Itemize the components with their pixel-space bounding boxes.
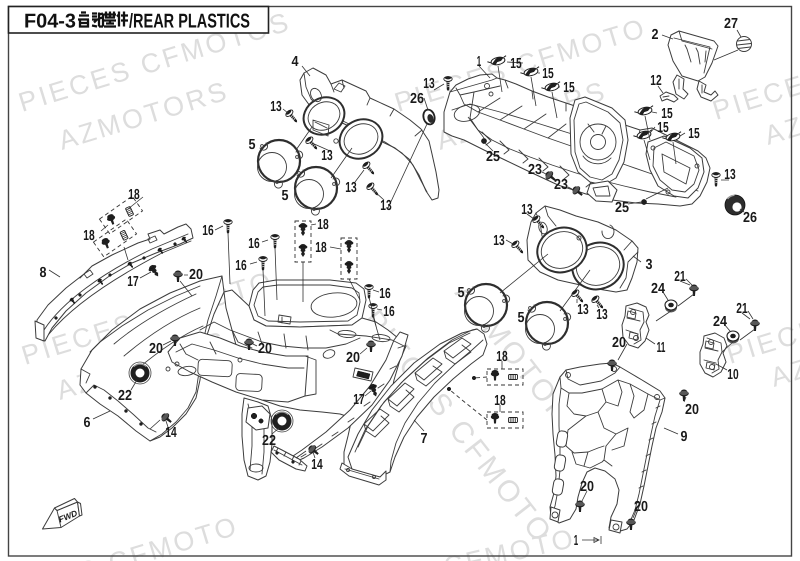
svg-text:26: 26: [743, 210, 757, 226]
svg-text:18: 18: [494, 393, 505, 409]
svg-text:18: 18: [315, 240, 326, 256]
svg-text:18: 18: [317, 217, 328, 233]
svg-text:16: 16: [383, 304, 394, 320]
svg-text:12: 12: [650, 73, 661, 89]
svg-text:24: 24: [713, 314, 727, 330]
svg-text:15: 15: [661, 106, 672, 122]
svg-text:13: 13: [596, 307, 607, 323]
svg-text:16: 16: [379, 286, 390, 302]
svg-text:16: 16: [235, 258, 246, 274]
svg-text:5: 5: [249, 137, 256, 153]
svg-text:18: 18: [83, 228, 94, 244]
svg-text:1: 1: [574, 533, 578, 549]
svg-text:13: 13: [321, 148, 332, 164]
svg-text:13: 13: [493, 233, 504, 249]
svg-text:15: 15: [542, 66, 553, 82]
svg-text:6: 6: [84, 415, 91, 431]
svg-text:F04-3: F04-3: [24, 11, 76, 33]
svg-text:20: 20: [685, 402, 699, 418]
svg-text:13: 13: [521, 202, 532, 218]
svg-text:20: 20: [346, 350, 360, 366]
svg-text:20: 20: [258, 341, 272, 357]
svg-text:21: 21: [736, 301, 747, 317]
svg-text:13: 13: [724, 167, 735, 183]
svg-text:16: 16: [248, 236, 259, 252]
svg-text:15: 15: [563, 80, 574, 96]
svg-text:22: 22: [118, 388, 132, 404]
svg-text:3: 3: [646, 257, 653, 273]
svg-text:2: 2: [652, 27, 659, 43]
svg-text:23: 23: [554, 177, 568, 193]
svg-text:20: 20: [149, 341, 163, 357]
svg-text:5: 5: [458, 285, 465, 301]
svg-text:25: 25: [615, 200, 629, 216]
svg-text:17: 17: [127, 274, 138, 290]
svg-text:20: 20: [634, 499, 648, 515]
svg-text:16: 16: [202, 223, 213, 239]
svg-text:21: 21: [674, 269, 685, 285]
svg-text:7: 7: [421, 431, 428, 447]
svg-text:27: 27: [724, 16, 738, 32]
svg-text:5: 5: [518, 310, 525, 326]
svg-text:17: 17: [353, 392, 364, 408]
svg-text:10: 10: [727, 367, 738, 383]
svg-text:13: 13: [577, 302, 588, 318]
svg-text:1: 1: [477, 54, 481, 70]
svg-text:13: 13: [423, 76, 434, 92]
svg-text:20: 20: [580, 479, 594, 495]
svg-text:4: 4: [292, 54, 299, 70]
svg-text:26: 26: [410, 91, 424, 107]
svg-text:13: 13: [380, 198, 391, 214]
svg-text:24: 24: [651, 281, 665, 297]
svg-text:13: 13: [345, 180, 356, 196]
svg-text:22: 22: [262, 433, 276, 449]
svg-text:18: 18: [496, 349, 507, 365]
svg-text:15: 15: [657, 120, 668, 136]
svg-text:20: 20: [612, 335, 626, 351]
svg-text:14: 14: [165, 425, 176, 441]
svg-text:8: 8: [40, 265, 47, 281]
svg-text:15: 15: [510, 56, 521, 72]
svg-text:18: 18: [128, 187, 139, 203]
svg-text:5: 5: [282, 188, 289, 204]
svg-text:20: 20: [189, 267, 203, 283]
svg-text:/REAR PLASTICS: /REAR PLASTICS: [129, 11, 250, 33]
svg-text:9: 9: [681, 429, 688, 445]
svg-text:23: 23: [528, 162, 542, 178]
svg-text:15: 15: [688, 126, 699, 142]
svg-text:13: 13: [270, 99, 281, 115]
svg-text:25: 25: [486, 149, 500, 165]
svg-text:14: 14: [311, 457, 322, 473]
svg-text:11: 11: [657, 340, 666, 356]
